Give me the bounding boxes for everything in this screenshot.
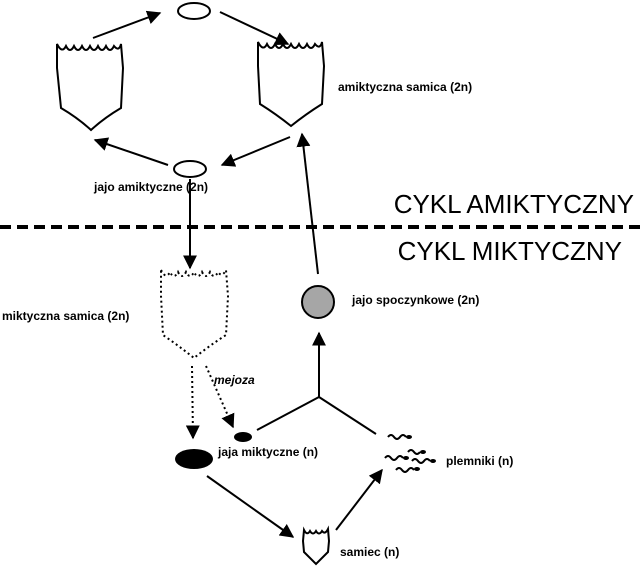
male-label: samiec (n) — [340, 545, 399, 559]
mictic-cycle-title: CYKL MIKTYCZNY — [398, 236, 622, 266]
amictic-cycle-title: CYKL AMIKTYCZNY — [394, 189, 634, 219]
arrow-bottom-egg-to-left-female — [93, 137, 169, 166]
arrow-male-to-sperm — [335, 468, 383, 531]
amictic-egg-top — [177, 2, 211, 20]
resting-egg — [301, 285, 335, 319]
amictic-egg-label: jajo amiktyczne (2n) — [93, 180, 208, 194]
amictic-female-right — [257, 41, 326, 128]
mictic-egg-small — [234, 432, 252, 442]
arrow-right-female-to-bottom-egg — [220, 136, 291, 167]
male-icon — [301, 525, 331, 566]
arrow-large-egg-to-male — [206, 475, 295, 538]
arrow-top-egg-to-right-female — [219, 11, 290, 45]
mictic-eggs-label: jaja miktyczne (n) — [217, 445, 318, 459]
dotted-arrow-to-small-egg — [205, 365, 235, 429]
sperm-label: plemniki (n) — [446, 454, 513, 468]
mictic-female — [160, 266, 230, 360]
amictic-female-label: amiktyczna samica (2n) — [338, 80, 472, 94]
meiosis-label: mejoza — [214, 373, 255, 387]
mictic-female-label: miktyczna samica (2n) — [2, 309, 129, 323]
resting-egg-label: jajo spoczynkowe (2n) — [351, 293, 479, 307]
arrow-resting-egg-to-amictic-female — [296, 132, 319, 275]
sperm-icon — [384, 434, 436, 473]
fork-left-branch — [256, 396, 320, 431]
amictic-egg-bottom — [173, 160, 207, 178]
arrow-left-female-to-top-egg — [92, 10, 162, 39]
dotted-arrow-to-large-egg — [185, 365, 200, 440]
amictic-female-left — [56, 43, 125, 132]
mictic-egg-large — [175, 449, 213, 469]
fork-right-branch — [318, 396, 377, 435]
